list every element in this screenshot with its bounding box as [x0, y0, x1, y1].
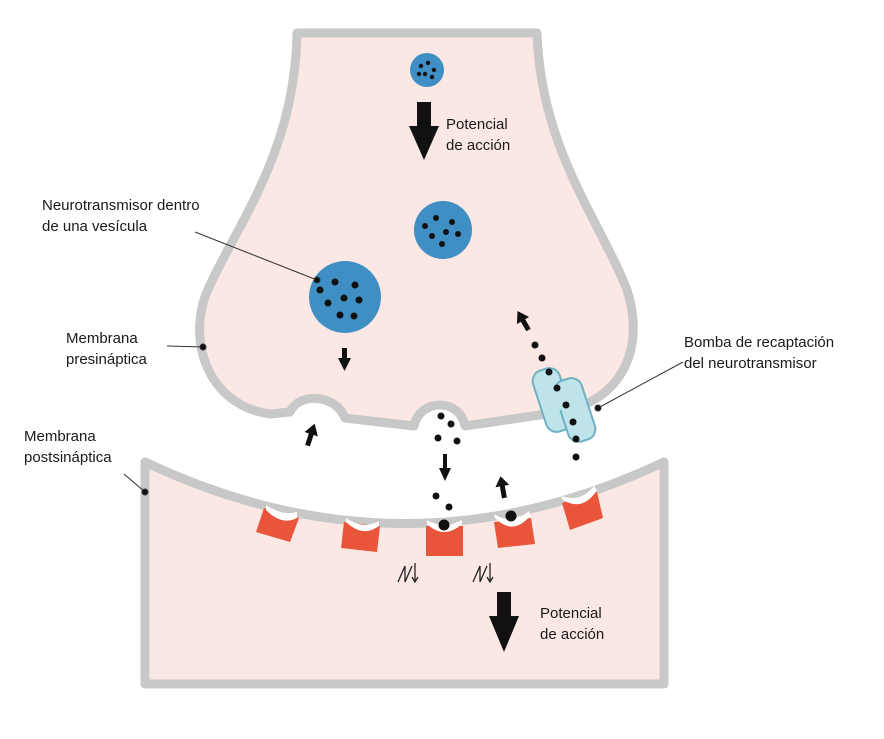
ion-flow-icon-1	[397, 563, 419, 584]
action-potential-label-top: Potencial de acción	[446, 114, 510, 156]
receptor-5	[561, 486, 603, 530]
postsynaptic-line1: Membrana	[24, 428, 96, 445]
reuptake-pump	[531, 367, 597, 443]
neurotransmitter-line1: Neurotransmisor dentro	[42, 197, 200, 214]
leader-lines	[123, 231, 684, 496]
neurotransmitter-particles	[432, 341, 580, 531]
vesicle-large	[309, 261, 381, 333]
postsynaptic-line2: postsináptica	[24, 449, 112, 466]
action-potential-bottom-line2: de acción	[540, 626, 605, 643]
receptor-4	[494, 511, 535, 548]
action-potential-label-bottom: Potencial de acción	[540, 603, 604, 645]
action-potential-bottom-line1: Potencial	[540, 605, 602, 622]
vesicle-medium	[414, 201, 472, 259]
receptor-2	[341, 518, 380, 552]
ion-flow-icon-2	[472, 563, 494, 584]
reuptake-up-arrow	[516, 311, 531, 332]
action-potential-top-line2: de acción	[446, 137, 511, 154]
reuptake-line1: Bomba de recaptación	[684, 334, 835, 351]
neurotransmitter-line2: de una vesícula	[42, 218, 148, 235]
action-potential-top-line1: Potencial	[446, 116, 508, 133]
action-potential-arrow-top	[409, 102, 439, 160]
diffusion-down-arrow	[439, 454, 451, 481]
vesicle-small	[410, 53, 444, 87]
reuptake-pump-label: Bomba de recaptación del neurotransmisor	[684, 332, 834, 374]
reuptake-line2: del neurotransmisor	[684, 355, 817, 372]
vesicle-down-arrow	[338, 348, 351, 371]
presynaptic-line1: Membrana	[66, 330, 138, 347]
presynaptic-membrane-label: Membrana presináptica	[66, 328, 147, 370]
unbind-up-arrow	[495, 476, 510, 499]
presynaptic-line2: presináptica	[66, 351, 147, 368]
receptor-1	[256, 505, 299, 542]
postsynaptic-membrane-label: Membrana postsináptica	[24, 426, 112, 468]
release-up-arrow	[304, 423, 318, 447]
neurotransmitter-label: Neurotransmisor dentro de una vesícula	[42, 195, 200, 237]
action-potential-arrow-bottom	[489, 592, 519, 652]
